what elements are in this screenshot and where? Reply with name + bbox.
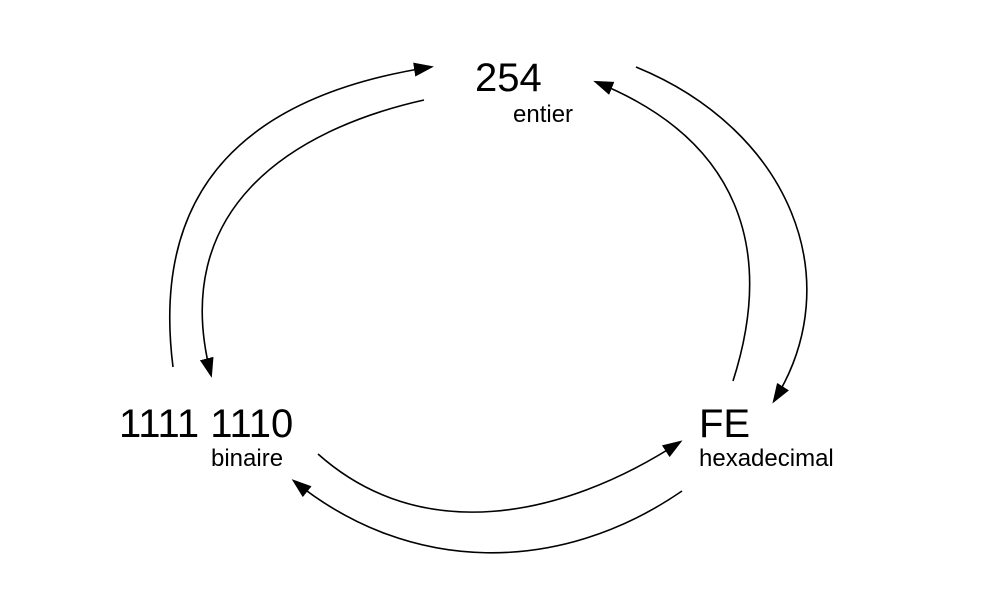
arrow-entier-to-hexadecimal: [635, 66, 808, 404]
arrow-binaire-to-hexadecimal: [317, 440, 683, 513]
arrow-binaire-to-entier: [168, 62, 434, 368]
arrow-entier-to-binaire: [199, 99, 425, 378]
binaire-value: 1111 1110: [119, 402, 294, 446]
hexadecimal-value: FE: [699, 402, 751, 446]
arrow-hexadecimal-to-binaire: [291, 479, 683, 554]
arrow-hexadecimal-to-entier: [593, 80, 751, 382]
entier-value: 254: [475, 56, 542, 100]
entier-label: entier: [513, 101, 574, 128]
hexadecimal-label: hexadecimal: [699, 445, 834, 472]
binaire-label: binaire: [211, 445, 284, 472]
